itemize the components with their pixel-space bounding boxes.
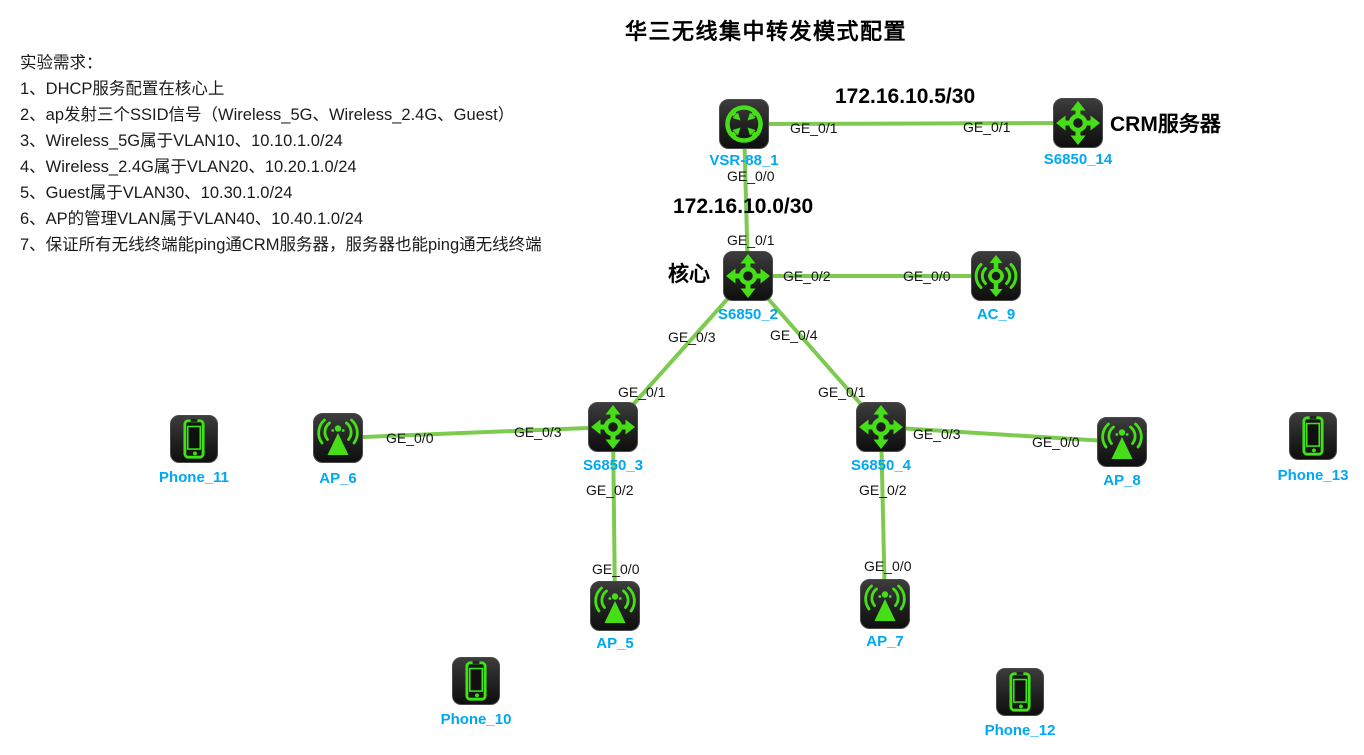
- port-label: GE_0/4: [770, 327, 818, 343]
- core-caption: 核心: [668, 263, 710, 286]
- link-vsr-s6850-2[interactable]: [742, 123, 750, 277]
- port-label: GE_0/1: [618, 384, 666, 400]
- device-label-vsr-88-1: VSR-88_1: [709, 152, 779, 169]
- device-s6850-2[interactable]: [723, 251, 773, 301]
- switch-icon: [856, 402, 906, 452]
- port-label: GE_0/0: [864, 558, 912, 574]
- device-label-ap-5: AP_5: [596, 635, 634, 652]
- requirements-header: 实验需求：: [20, 54, 103, 72]
- link-ap-6-s6850-3[interactable]: [337, 425, 614, 440]
- core-subnet-label: 172.16.10.0/30: [673, 195, 814, 218]
- device-ap-8[interactable]: [1097, 417, 1147, 467]
- access-point-icon: [1097, 417, 1147, 467]
- requirements-block: 实验需求： 1、DHCP服务配置在核心上 2、ap发射三个SSID信号（Wire…: [20, 50, 542, 258]
- device-label-ap-6: AP_6: [319, 470, 357, 487]
- wireless-controller-icon: [971, 251, 1021, 301]
- page-title: 华三无线集中转发模式配置: [625, 19, 908, 44]
- port-label: GE_0/2: [783, 268, 831, 284]
- port-label: GE_0/0: [386, 430, 434, 446]
- device-s6850-14[interactable]: [1053, 98, 1103, 148]
- device-phone-13[interactable]: [1289, 412, 1337, 460]
- port-label: GE_0/0: [1032, 434, 1080, 450]
- device-ac-9[interactable]: [971, 251, 1021, 301]
- phone-icon: [996, 668, 1044, 716]
- device-label-s6850-3: S6850_3: [582, 457, 644, 474]
- device-phone-10[interactable]: [452, 657, 500, 705]
- device-label-s6850-2: S6850_2: [717, 306, 779, 323]
- port-label: GE_0/3: [514, 424, 562, 440]
- device-label-phone-11: Phone_11: [158, 469, 230, 486]
- requirement-item: 7、保证所有无线终端能ping通CRM服务器，服务器也能ping通无线终端: [20, 236, 542, 254]
- device-label-s6850-14: S6850_14: [1043, 151, 1113, 168]
- port-label: GE_0/0: [727, 168, 775, 184]
- switch-icon: [723, 251, 773, 301]
- device-ap-5[interactable]: [590, 581, 640, 631]
- port-label: GE_0/2: [859, 482, 907, 498]
- phone-icon: [170, 415, 218, 463]
- device-ap-7[interactable]: [860, 579, 910, 629]
- device-label-ap-8: AP_8: [1103, 472, 1141, 489]
- access-point-icon: [860, 579, 910, 629]
- port-label: GE_0/2: [586, 482, 634, 498]
- requirement-item: 6、AP的管理VLAN属于VLAN40、10.40.1.0/24: [20, 210, 363, 228]
- link-s6850-4-ap-8[interactable]: [880, 425, 1123, 444]
- wan-subnet-label: 172.16.10.5/30: [835, 85, 976, 108]
- router-icon: [719, 99, 769, 149]
- requirement-item: 3、Wireless_5G属于VLAN10、10.10.1.0/24: [20, 132, 343, 150]
- device-label-phone-13: Phone_13: [1277, 467, 1349, 484]
- link-vsr-s6850-14[interactable]: [743, 121, 1079, 126]
- requirement-item: 2、ap发射三个SSID信号（Wireless_5G、Wireless_2.4G…: [20, 106, 515, 124]
- switch-icon: [1053, 98, 1103, 148]
- link-s6850-2-s6850-4[interactable]: [746, 274, 883, 429]
- phone-icon: [452, 657, 500, 705]
- requirement-item: 5、Guest属于VLAN30、10.30.1.0/24: [20, 184, 293, 202]
- link-s6850-4-ap-7[interactable]: [879, 426, 887, 605]
- requirement-item: 4、Wireless_2.4G属于VLAN20、10.20.1.0/24: [20, 158, 357, 176]
- access-point-icon: [313, 413, 363, 463]
- port-label: GE_0/1: [727, 232, 775, 248]
- device-label-s6850-4: S6850_4: [850, 457, 912, 474]
- device-phone-11[interactable]: [170, 415, 218, 463]
- port-label: GE_0/3: [668, 329, 716, 345]
- requirement-item: 1、DHCP服务配置在核心上: [20, 80, 225, 98]
- device-phone-12[interactable]: [996, 668, 1044, 716]
- port-label: GE_0/0: [592, 561, 640, 577]
- device-s6850-3[interactable]: [588, 402, 638, 452]
- device-s6850-4[interactable]: [856, 402, 906, 452]
- port-label: GE_0/3: [913, 426, 961, 442]
- port-label: GE_0/1: [963, 119, 1011, 135]
- device-vsr-88-1[interactable]: [719, 99, 769, 149]
- device-label-ac-9: AC_9: [976, 306, 1016, 323]
- device-label-ap-7: AP_7: [866, 633, 904, 650]
- device-ap-6[interactable]: [313, 413, 363, 463]
- link-s6850-3-ap-5[interactable]: [611, 426, 617, 607]
- device-label-phone-10: Phone_10: [440, 711, 512, 728]
- switch-icon: [588, 402, 638, 452]
- access-point-icon: [590, 581, 640, 631]
- crm-server-caption: CRM服务器: [1110, 113, 1221, 136]
- port-label: GE_0/1: [790, 120, 838, 136]
- phone-icon: [1289, 412, 1337, 460]
- device-label-phone-12: Phone_12: [984, 722, 1056, 739]
- link-s6850-2-s6850-3[interactable]: [611, 274, 750, 429]
- port-label: GE_0/0: [903, 268, 951, 284]
- port-label: GE_0/1: [818, 384, 866, 400]
